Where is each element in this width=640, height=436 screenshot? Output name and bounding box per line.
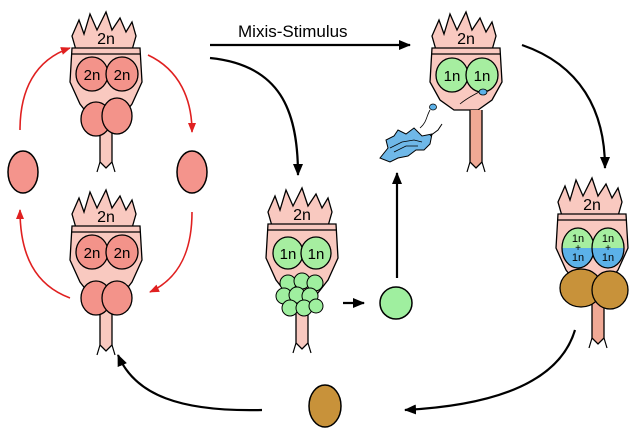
arrow-to-amictic-female xyxy=(116,354,263,412)
arrow-to-fertilized-female xyxy=(521,43,610,169)
ploidy-label-ovary-left: 2n xyxy=(84,67,101,84)
red-arrow-bottom-left xyxy=(16,209,71,299)
rotifer-amictic-bottom: 2n 2n 2n xyxy=(69,188,143,356)
ploidy-label-ovary-right: 2n xyxy=(114,67,131,84)
red-cycle-arrows xyxy=(16,47,196,299)
resting-egg xyxy=(308,384,342,428)
arrow-to-resting-egg xyxy=(404,329,577,415)
ploidy-label-ovary-left: 2n xyxy=(84,245,101,262)
rotifer-amictic-top: 2n 2n 2n xyxy=(69,10,143,173)
ploidy-label-ovary-right-plus: + xyxy=(605,243,611,254)
black-cycle-arrows xyxy=(116,40,610,415)
rotifer-mictic-fertilized: 2n 1n + 1n 1n + 1n xyxy=(555,176,629,349)
ploidy-label-body: 2n xyxy=(583,197,601,214)
red-arrow-bottom-right xyxy=(149,211,193,293)
arrow-to-mictic-female xyxy=(209,56,303,176)
rotifer-mictic-unfertilized: 2n 1n 1n xyxy=(265,186,339,354)
ploidy-label-ovary-left: 1n xyxy=(444,68,461,85)
ploidy-label-body: 2n xyxy=(293,207,311,224)
rotifer-mictic-receiving-sperm: 2n 1n 1n xyxy=(419,10,503,173)
mixis-stimulus-label: Mixis-Stimulus xyxy=(238,22,348,41)
resting-egg-internal xyxy=(591,270,629,310)
red-arrow-top-left xyxy=(19,47,71,131)
ploidy-label-ovary-left-top: 1n xyxy=(572,233,584,245)
ploidy-label-body: 2n xyxy=(97,209,115,226)
amictic-egg-right xyxy=(176,150,208,194)
ploidy-label-body: 2n xyxy=(97,31,115,48)
ploidy-label-ovary-right: 1n xyxy=(308,246,325,263)
ploidy-label-ovary-right: 1n xyxy=(474,68,491,85)
ploidy-label-ovary-left: 1n xyxy=(280,246,297,263)
ploidy-label-body: 2n xyxy=(457,31,475,48)
ploidy-label-ovary-right-bottom: 1n xyxy=(602,252,614,264)
amictic-egg-left xyxy=(7,150,39,194)
sperm-cells xyxy=(419,88,488,129)
ploidy-label-ovary-left-plus: + xyxy=(575,243,581,254)
haploid-egg-cluster xyxy=(275,272,324,317)
haploid-egg-green xyxy=(379,286,413,320)
ploidy-label-ovary-right-top: 1n xyxy=(602,233,614,245)
male-rotifer xyxy=(379,123,443,163)
red-arrow-top-right xyxy=(147,54,196,133)
ploidy-label-ovary-left-bottom: 1n xyxy=(572,252,584,264)
ploidy-label-ovary-right: 2n xyxy=(114,245,131,262)
